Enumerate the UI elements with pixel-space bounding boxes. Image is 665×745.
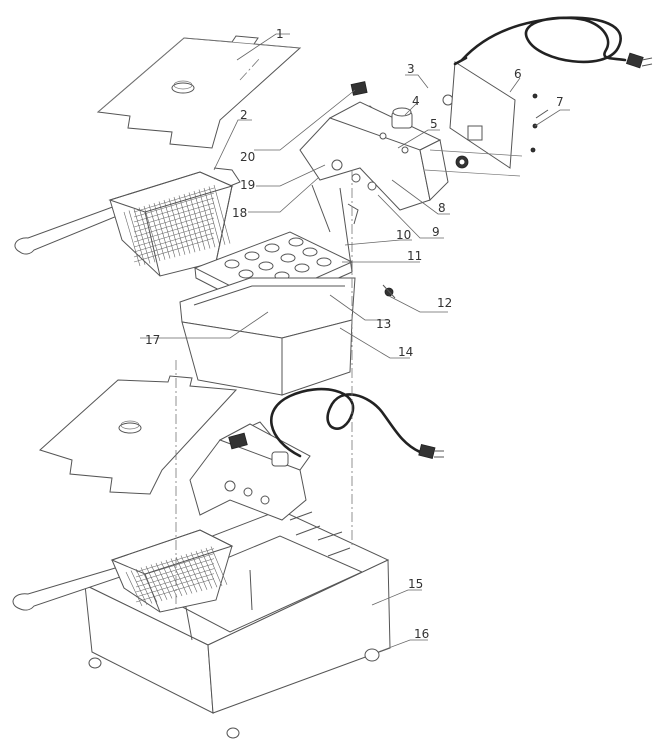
label-12: 12 bbox=[437, 296, 452, 310]
oil-tank bbox=[179, 277, 356, 396]
label-9: 9 bbox=[432, 225, 440, 239]
back-panel bbox=[424, 61, 549, 177]
control-box-upper bbox=[299, 81, 469, 273]
label-1: 1 bbox=[276, 27, 284, 41]
lid-top bbox=[96, 35, 302, 149]
base-body bbox=[83, 509, 391, 739]
part-number-labels: 1 2 3 4 5 6 7 8 9 10 11 12 13 14 15 16 1… bbox=[145, 27, 564, 641]
label-4: 4 bbox=[412, 94, 420, 108]
label-13: 13 bbox=[376, 317, 391, 331]
label-11: 11 bbox=[407, 249, 422, 263]
basket-upper bbox=[14, 167, 241, 277]
assembly-lines bbox=[175, 57, 353, 610]
label-14: 14 bbox=[398, 345, 413, 359]
label-6: 6 bbox=[514, 67, 522, 81]
label-19: 19 bbox=[240, 178, 255, 192]
basket-lower bbox=[12, 529, 234, 613]
lid-lower bbox=[39, 375, 238, 495]
label-8: 8 bbox=[438, 201, 446, 215]
label-17: 17 bbox=[145, 333, 160, 347]
label-16: 16 bbox=[414, 627, 429, 641]
label-18: 18 bbox=[232, 206, 247, 220]
label-5: 5 bbox=[430, 117, 438, 131]
switch-icon bbox=[350, 81, 368, 96]
label-10: 10 bbox=[396, 228, 411, 242]
leader-lines bbox=[140, 33, 570, 653]
label-2: 2 bbox=[240, 108, 248, 122]
label-7: 7 bbox=[556, 95, 564, 109]
power-cord-lower bbox=[270, 387, 444, 460]
label-20: 20 bbox=[240, 150, 255, 164]
label-15: 15 bbox=[408, 577, 423, 591]
power-cord-upper bbox=[453, 16, 653, 69]
label-3: 3 bbox=[407, 62, 415, 76]
control-box-lower bbox=[189, 421, 311, 521]
